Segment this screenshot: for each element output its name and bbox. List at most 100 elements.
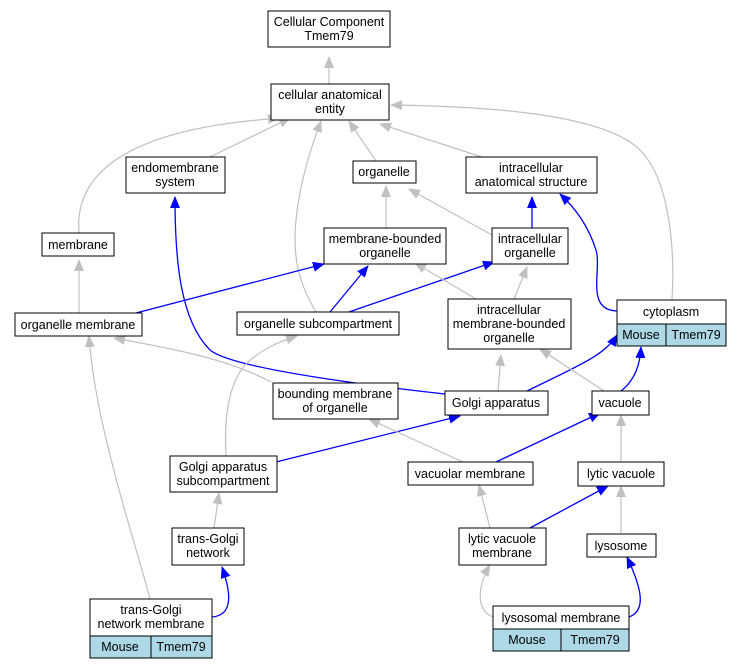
svg-text:cytoplasm: cytoplasm <box>643 305 699 319</box>
node-bounding-membrane-of-organelle[interactable]: bounding membrane of organelle <box>272 382 399 420</box>
edge-endomembrane-to-cae <box>209 117 291 158</box>
svg-text:lysosome: lysosome <box>595 539 648 553</box>
edge-osub-to-io <box>345 260 495 314</box>
edge-lm-to-lysosome <box>626 556 641 618</box>
tgnm-species-cell: Mouse <box>89 635 152 659</box>
edge-tgnm-to-tgn <box>211 566 231 618</box>
edge-tgnm-to-om <box>84 335 151 600</box>
node-organelle-membrane[interactable]: organelle membrane <box>14 312 143 337</box>
node-golgi-apparatus[interactable]: Golgi apparatus <box>444 390 549 416</box>
svg-text:lytic vacuole: lytic vacuole <box>468 532 536 546</box>
svg-text:organelle: organelle <box>358 165 409 179</box>
svg-text:cellular anatomical: cellular anatomical <box>278 88 382 102</box>
edge-io-to-organelle <box>408 188 493 236</box>
node-lysosomal-membrane[interactable]: lysosomal membrane Mouse Tmem79 <box>492 605 630 652</box>
svg-text:membrane-bounded: membrane-bounded <box>329 232 442 246</box>
node-trans-golgi-network[interactable]: trans-Golgi network <box>171 527 245 566</box>
edge-organelle-to-cae <box>348 120 377 162</box>
svg-text:vacuole: vacuole <box>598 396 641 410</box>
node-golgi-apparatus-subcompartment[interactable]: Golgi apparatus subcompartment <box>169 455 278 493</box>
cytoplasm-species-cell: Mouse <box>616 323 667 347</box>
edge-ias-to-cae <box>379 122 483 158</box>
node-cellular-anatomical-entity[interactable]: cellular anatomical entity <box>270 83 390 121</box>
node-lytic-vacuole[interactable]: lytic vacuole <box>577 461 665 487</box>
lm-gene-cell: Tmem79 <box>560 628 630 652</box>
svg-text:membrane: membrane <box>472 546 532 560</box>
svg-text:Golgi apparatus: Golgi apparatus <box>179 460 267 474</box>
node-trans-golgi-network-membrane[interactable]: trans-Golgi network membrane Mouse Tmem7… <box>89 598 213 659</box>
node-lysosome[interactable]: lysosome <box>586 533 657 558</box>
edge-vacuole-to-imbo <box>539 348 605 392</box>
edge-vacuole-to-cytoplasm <box>620 346 646 392</box>
edge-golgi-to-cytoplasm <box>526 334 618 392</box>
edge-bmo-to-om <box>113 335 272 383</box>
svg-text:membrane: membrane <box>48 238 108 252</box>
node-cytoplasm[interactable]: cytoplasm Mouse Tmem79 <box>616 299 727 347</box>
svg-text:Golgi apparatus: Golgi apparatus <box>452 396 540 410</box>
node-endomembrane-system[interactable]: endomembrane system <box>125 156 226 194</box>
edge-om-to-mbo <box>135 261 325 314</box>
svg-text:subcompartment: subcompartment <box>176 474 270 488</box>
svg-text:trans-Golgi: trans-Golgi <box>120 603 181 617</box>
edge-imbo-to-io <box>513 266 528 300</box>
svg-text:anatomical structure: anatomical structure <box>475 175 588 189</box>
node-cellular-component-tmem79[interactable]: Cellular Component Tmem79 <box>267 10 391 48</box>
lm-species-cell: Mouse <box>492 628 562 652</box>
edge-osub-to-cae <box>294 120 322 313</box>
svg-text:organelle subcompartment: organelle subcompartment <box>244 317 393 331</box>
svg-text:network: network <box>186 546 231 560</box>
svg-text:organelle membrane: organelle membrane <box>21 318 136 332</box>
edge-lm-to-lvm <box>479 564 494 618</box>
edge-golgi-to-endomembrane <box>170 196 446 395</box>
edge-golgi-to-imbo <box>495 354 506 392</box>
node-membrane[interactable]: membrane <box>41 232 115 257</box>
node-vacuole[interactable]: vacuole <box>591 390 650 416</box>
edge-imbo-to-mbo <box>414 262 477 300</box>
edge-membrane-to-cae <box>78 114 280 234</box>
edge-tgn-to-gasub <box>212 492 223 529</box>
edge-lvm-to-lv <box>529 485 609 529</box>
edge-cytoplasm-to-cae <box>390 100 674 301</box>
svg-text:bounding membrane: bounding membrane <box>278 387 393 401</box>
node-vacuolar-membrane[interactable]: vacuolar membrane <box>407 461 534 486</box>
edge-cytoplasm-to-ias <box>559 193 618 312</box>
edge-osub-to-mbo <box>329 265 369 313</box>
svg-text:trans-Golgi: trans-Golgi <box>177 532 238 546</box>
svg-text:Tmem79: Tmem79 <box>156 640 205 654</box>
svg-text:of organelle: of organelle <box>302 401 367 415</box>
svg-text:intracellular: intracellular <box>499 161 563 175</box>
node-intracellular-anatomical-structure[interactable]: intracellular anatomical structure <box>465 156 598 194</box>
edge-gasub-to-golgi <box>275 413 461 463</box>
svg-text:organelle: organelle <box>504 246 555 260</box>
node-intracellular-organelle[interactable]: intracellular organelle <box>491 227 569 265</box>
edge-gasub-to-osub <box>224 334 298 457</box>
svg-text:lysosomal membrane: lysosomal membrane <box>502 611 621 625</box>
svg-text:network membrane: network membrane <box>98 617 205 631</box>
svg-text:intracellular: intracellular <box>477 303 541 317</box>
svg-text:lytic vacuole: lytic vacuole <box>587 467 655 481</box>
svg-text:organelle: organelle <box>359 246 410 260</box>
svg-text:organelle: organelle <box>483 331 534 345</box>
node-organelle[interactable]: organelle <box>352 160 417 184</box>
node-organelle-subcompartment[interactable]: organelle subcompartment <box>236 311 400 336</box>
edge-vm-to-vacuole <box>495 412 601 463</box>
svg-text:Tmem79: Tmem79 <box>671 328 720 342</box>
svg-text:Mouse: Mouse <box>101 640 139 654</box>
edge-vm-to-bmo <box>368 418 464 463</box>
node-membrane-bounded-organelle[interactable]: membrane-bounded organelle <box>323 227 447 265</box>
svg-text:Tmem79: Tmem79 <box>570 633 619 647</box>
svg-text:entity: entity <box>315 102 346 116</box>
svg-text:endomembrane: endomembrane <box>131 161 219 175</box>
svg-text:system: system <box>155 175 195 189</box>
svg-text:Mouse: Mouse <box>508 633 546 647</box>
svg-text:Cellular Component: Cellular Component <box>274 15 385 29</box>
node-lytic-vacuole-membrane[interactable]: lytic vacuole membrane <box>458 527 547 566</box>
svg-text:intracellular: intracellular <box>498 232 562 246</box>
cytoplasm-gene-cell: Tmem79 <box>665 323 727 347</box>
tgnm-gene-cell: Tmem79 <box>150 635 213 659</box>
svg-text:Tmem79: Tmem79 <box>304 29 353 43</box>
node-intracellular-membrane-bounded-organelle[interactable]: intracellular membrane-bounded organelle <box>447 298 572 350</box>
svg-text:Mouse: Mouse <box>622 328 660 342</box>
edge-lvm-to-vm <box>476 484 491 529</box>
